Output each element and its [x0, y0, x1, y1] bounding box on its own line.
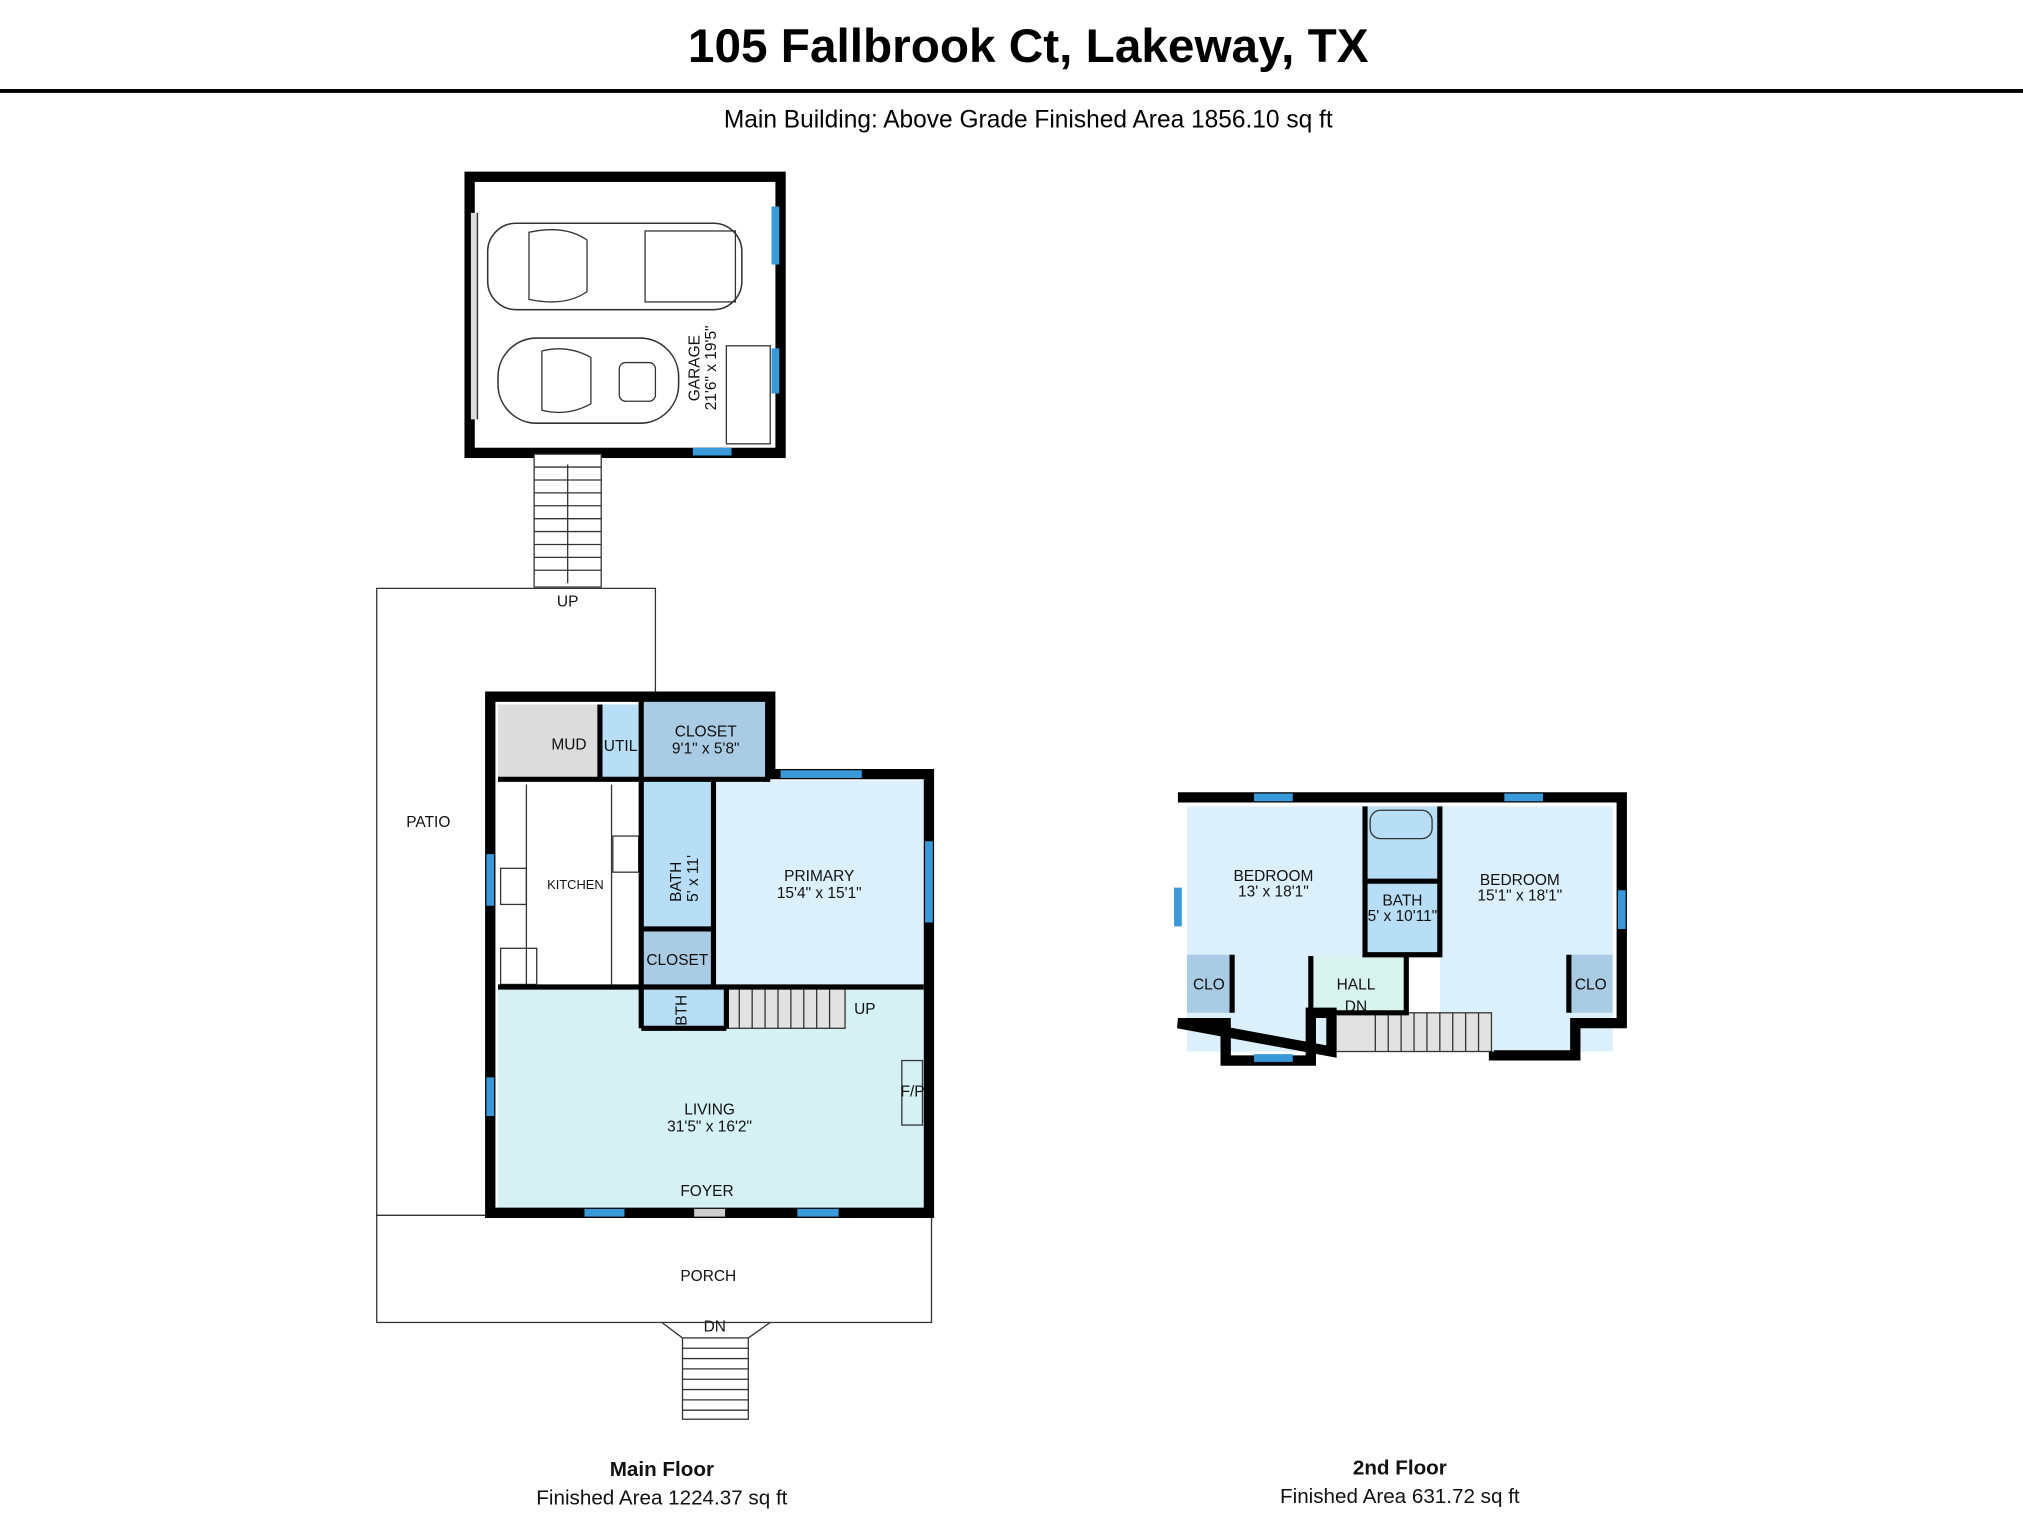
room-label-clo1: CLO — [1193, 977, 1225, 994]
room-dims-primary: 15'4" x 15'1" — [777, 885, 862, 902]
room-dims-garage: 21'6" x 19'5" — [703, 325, 720, 410]
room-label-bedroom2: BEDROOM — [1480, 872, 1560, 889]
main-floor: GARAGE 21'6" x 19'5" UP PATIO PORCH DN — [376, 171, 935, 1509]
second-floor-area: Finished Area 631.72 sq ft — [1280, 1485, 1520, 1508]
room-label-porch: PORCH — [680, 1268, 736, 1285]
closet2-room — [641, 931, 714, 988]
room-dims-closet: 9'1" x 5'8" — [672, 740, 740, 757]
stairs-up-label: UP — [557, 593, 579, 610]
page-subtitle: Main Building: Above Grade Finished Area… — [724, 107, 1333, 134]
car-icon — [497, 337, 680, 424]
truck-icon — [486, 222, 743, 311]
room-label-foyer: FOYER — [680, 1183, 733, 1200]
room-label-bedroom1: BEDROOM — [1233, 868, 1313, 885]
room-label-hall: HALL — [1337, 977, 1376, 994]
header-divider — [0, 89, 2023, 93]
room-label-mud: MUD — [551, 737, 586, 754]
room-label-closet2: CLOSET — [646, 952, 708, 969]
room-label-clo2: CLO — [1575, 977, 1607, 994]
bath-room — [641, 780, 714, 929]
primary-room — [713, 780, 924, 988]
room-dims-bath: 5' x 11' — [685, 855, 702, 902]
clo1-room — [1186, 954, 1233, 1013]
room-label-bath2: BATH — [1382, 893, 1422, 910]
room-label-closet: CLOSET — [675, 724, 737, 741]
page-title: 105 Fallbrook Ct, Lakeway, TX — [688, 20, 1369, 73]
hall-room — [1310, 956, 1407, 1013]
room-dims-bath2: 5' x 10'11" — [1368, 908, 1438, 925]
room-label-bath: BATH — [668, 862, 685, 902]
room-label-bth: BTH — [673, 995, 690, 1026]
room-dims-living: 31'5" x 16'2" — [667, 1119, 752, 1136]
room-label-living: LIVING — [684, 1102, 735, 1119]
stairs-down-label: DN — [704, 1318, 726, 1335]
porch: PORCH DN — [376, 1214, 933, 1420]
room-dims-bedroom2: 15'1" x 18'1" — [1477, 888, 1562, 905]
garage: GARAGE 21'6" x 19'5" — [464, 171, 786, 459]
util-room — [599, 704, 642, 780]
second-floor-caption: 2nd Floor — [1353, 1457, 1447, 1480]
room-label-primary: PRIMARY — [784, 868, 854, 885]
room-label-garage: GARAGE — [686, 335, 703, 401]
garage-stairs: UP — [533, 453, 602, 610]
bth-room — [641, 988, 727, 1029]
main-stairs — [725, 987, 846, 1029]
closet-room — [641, 701, 768, 777]
stairs-dn-label: DN — [1345, 999, 1367, 1016]
sink-icon — [499, 867, 528, 906]
kitchen-room — [498, 780, 642, 988]
room-label-fp: F/P — [901, 1084, 925, 1101]
main-floor-area: Finished Area 1224.37 sq ft — [536, 1486, 787, 1509]
main-floor-caption: Main Floor — [610, 1458, 714, 1481]
mud-room — [498, 704, 600, 780]
stove-icon — [612, 835, 640, 873]
stairs-up-label-2: UP — [854, 1001, 876, 1018]
clo2-room — [1568, 954, 1613, 1013]
bathtub-icon — [1369, 809, 1433, 840]
room-dims-bedroom1: 13' x 18'1" — [1238, 884, 1309, 901]
fireplace-icon — [901, 1059, 924, 1126]
room-label-util: UTIL — [604, 738, 638, 755]
room-label-kitchen: KITCHEN — [547, 877, 604, 892]
second-floor: BEDROOM 13' x 18'1" BATH 5' x 10'11" BED… — [1174, 792, 1627, 1508]
room-label-patio: PATIO — [406, 814, 450, 831]
workbench — [725, 345, 771, 445]
upper-stairs — [1330, 1012, 1493, 1053]
